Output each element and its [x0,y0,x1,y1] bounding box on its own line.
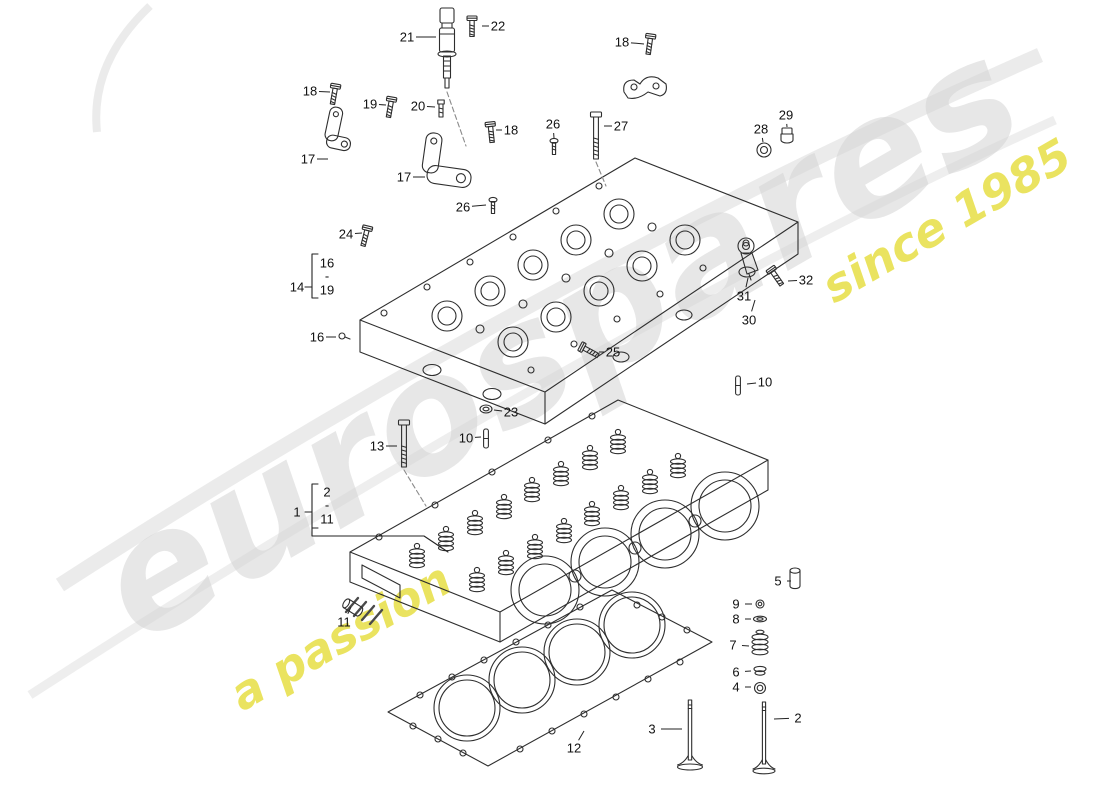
spring-retainer-8 [752,615,768,623]
valve-spring-7 [751,629,769,656]
callout-bracket-14 [304,253,319,299]
bolt-18-mid [484,120,498,144]
valve-keeper-9 [755,599,765,609]
callout-bracket-1 [304,483,449,553]
exhaust-valve-2 [752,701,776,775]
bolt-18-top [642,32,657,56]
bracket-17-right-drawing [421,132,472,188]
intake-valve-3 [676,699,704,771]
cap-29 [780,127,794,144]
dowel-pin-10-right [735,375,741,396]
stud-20 [437,99,445,118]
seal-ring-28 [756,142,772,158]
assembly-guide-lines [403,91,607,507]
seal-23 [479,404,493,414]
watermark-swoosh [27,3,1057,699]
bearing-cap-drawing [623,76,667,99]
bolt-18-left [326,82,342,106]
head-gasket-drawing [387,589,713,767]
camshaft-housing-drawing [359,157,799,425]
bolt-24 [357,224,374,248]
solenoid-valve-drawing [437,7,457,89]
bracket-17-left-drawing [324,106,352,152]
screw-26-top [549,137,559,156]
cylinder-head-drawing [344,399,769,643]
screw-26-mid [488,196,498,215]
callout-leader-lines [317,25,798,741]
dowel-sleeve-5 [789,567,801,590]
plug-16 [338,332,351,340]
bolt-27 [589,111,603,160]
bolt-22 [466,15,478,38]
watermark-brand-text: eurospares [66,0,1053,678]
bolt-19 [382,95,398,119]
sensor-30-31-drawing [737,237,759,281]
valve-seat-ring-4 [753,681,767,695]
valve-stem-seal-6 [753,665,767,676]
